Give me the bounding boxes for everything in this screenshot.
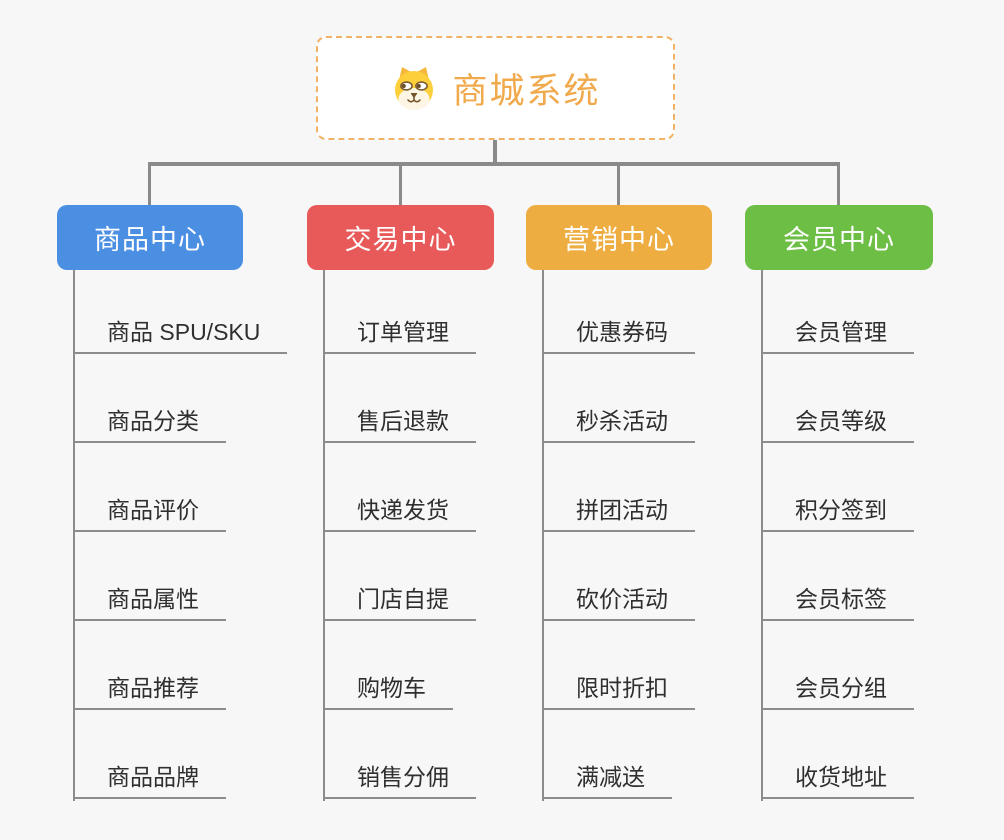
leaf-item[interactable]: 售后退款 xyxy=(323,397,476,443)
root-trunk-line xyxy=(493,140,497,166)
drop-line-members xyxy=(837,166,840,205)
leaf-item[interactable]: 会员标签 xyxy=(761,575,914,621)
branch-header-trade[interactable]: 交易中心 xyxy=(307,205,494,270)
branch-header-members[interactable]: 会员中心 xyxy=(745,205,933,270)
branch-trunk-line xyxy=(323,270,325,801)
shiba-dog-icon xyxy=(395,67,434,110)
leaf-item[interactable]: 优惠券码 xyxy=(542,308,695,354)
leaf-item[interactable]: 订单管理 xyxy=(323,308,476,354)
leaf-item[interactable]: 砍价活动 xyxy=(542,575,695,621)
leaf-item[interactable]: 商品属性 xyxy=(73,575,226,621)
branch-header-marketing[interactable]: 营销中心 xyxy=(526,205,712,270)
leaf-item[interactable]: 秒杀活动 xyxy=(542,397,695,443)
leaf-item[interactable]: 满减送 xyxy=(542,753,672,799)
leaf-item[interactable]: 门店自提 xyxy=(323,575,476,621)
branch-header-products[interactable]: 商品中心 xyxy=(57,205,243,270)
leaf-item[interactable]: 商品推荐 xyxy=(73,664,226,710)
leaf-item[interactable]: 拼团活动 xyxy=(542,486,695,532)
leaf-item[interactable]: 购物车 xyxy=(323,664,453,710)
leaf-item[interactable]: 会员等级 xyxy=(761,397,914,443)
leaf-item[interactable]: 商品 SPU/SKU xyxy=(73,308,288,354)
branch-bus-line xyxy=(148,162,840,166)
leaf-item[interactable]: 会员分组 xyxy=(761,664,914,710)
branch-trunk-line xyxy=(761,270,763,801)
root-node[interactable]: 商城系统 xyxy=(316,36,675,140)
leaf-item[interactable]: 会员管理 xyxy=(761,308,914,354)
leaf-item[interactable]: 商品品牌 xyxy=(73,753,226,799)
branch-trunk-line xyxy=(542,270,544,801)
branch-trunk-line xyxy=(73,270,75,801)
root-title: 商城系统 xyxy=(452,71,601,111)
leaf-item[interactable]: 商品评价 xyxy=(73,486,226,532)
drop-line-trade xyxy=(399,166,402,205)
leaf-item[interactable]: 收货地址 xyxy=(761,753,914,799)
leaf-item[interactable]: 销售分佣 xyxy=(323,753,476,799)
drop-line-marketing xyxy=(617,166,620,205)
leaf-item[interactable]: 积分签到 xyxy=(761,486,914,532)
leaf-item[interactable]: 快递发货 xyxy=(323,486,476,532)
leaf-item[interactable]: 商品分类 xyxy=(73,397,226,443)
leaf-item[interactable]: 限时折扣 xyxy=(542,664,695,710)
drop-line-products xyxy=(148,166,151,205)
